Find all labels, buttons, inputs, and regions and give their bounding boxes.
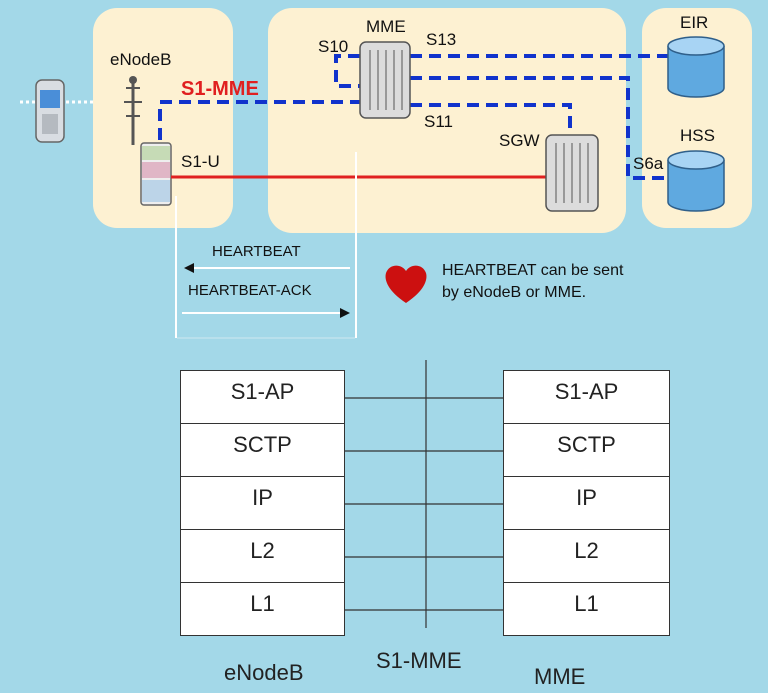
mme-protocol-stack: S1-AP SCTP IP L2 L1: [503, 370, 670, 636]
s6a-label: S6a: [633, 154, 664, 173]
s11-label: S11: [424, 112, 453, 131]
enodeb-protocol-stack: S1-AP SCTP IP L2 L1: [180, 370, 345, 636]
heartbeat-arrow: [184, 263, 350, 273]
mme-layer-s1ap: S1-AP: [504, 370, 669, 423]
sgw-label: SGW: [499, 131, 540, 150]
mme-layer-l2: L2: [504, 529, 669, 582]
enodeb-layer-sctp: SCTP: [181, 423, 344, 476]
stack-middle-label: S1-MME: [376, 648, 462, 673]
heartbeat-ack-label: HEARTBEAT-ACK: [188, 282, 312, 299]
enodeb-label: eNodeB: [110, 50, 172, 69]
heartbeat-ack-arrow: [182, 308, 350, 318]
eir-label: EIR: [680, 13, 709, 32]
s1mme-label: S1-MME: [181, 78, 259, 100]
s13-label: S13: [426, 30, 457, 49]
mme-label: MME: [366, 17, 406, 36]
hss-database-icon: [667, 150, 725, 212]
stack-right-label: MME: [534, 664, 586, 689]
enodeb-layer-l2: L2: [181, 529, 344, 582]
stack-left-label: eNodeB: [224, 660, 304, 685]
s1u-label: S1-U: [181, 152, 220, 171]
mme-layer-l1: L1: [504, 582, 669, 635]
hss-label: HSS: [680, 126, 715, 145]
s10-label: S10: [318, 37, 349, 56]
mme-layer-sctp: SCTP: [504, 423, 669, 476]
enodeb-layer-ip: IP: [181, 476, 344, 529]
heartbeat-label: HEARTBEAT: [212, 243, 301, 260]
control-plane-links: [158, 54, 668, 180]
stack-connections: [343, 360, 503, 628]
mme-layer-ip: IP: [504, 476, 669, 529]
phone-icon: [20, 79, 95, 143]
heartbeat-note-line2: by eNodeB or MME.: [442, 284, 587, 301]
mme-server-icon: [359, 41, 411, 119]
enodeb-layer-l1: L1: [181, 582, 344, 635]
antenna-icon: [124, 76, 142, 145]
heart-icon: [385, 265, 427, 303]
sgw-server-icon: [545, 134, 599, 212]
eir-database-icon: [667, 36, 725, 98]
enodeb-layer-s1ap: S1-AP: [181, 370, 344, 423]
enodeb-cabinet-icon: [140, 142, 172, 206]
heartbeat-note-line1: HEARTBEAT can be sent: [442, 262, 624, 279]
